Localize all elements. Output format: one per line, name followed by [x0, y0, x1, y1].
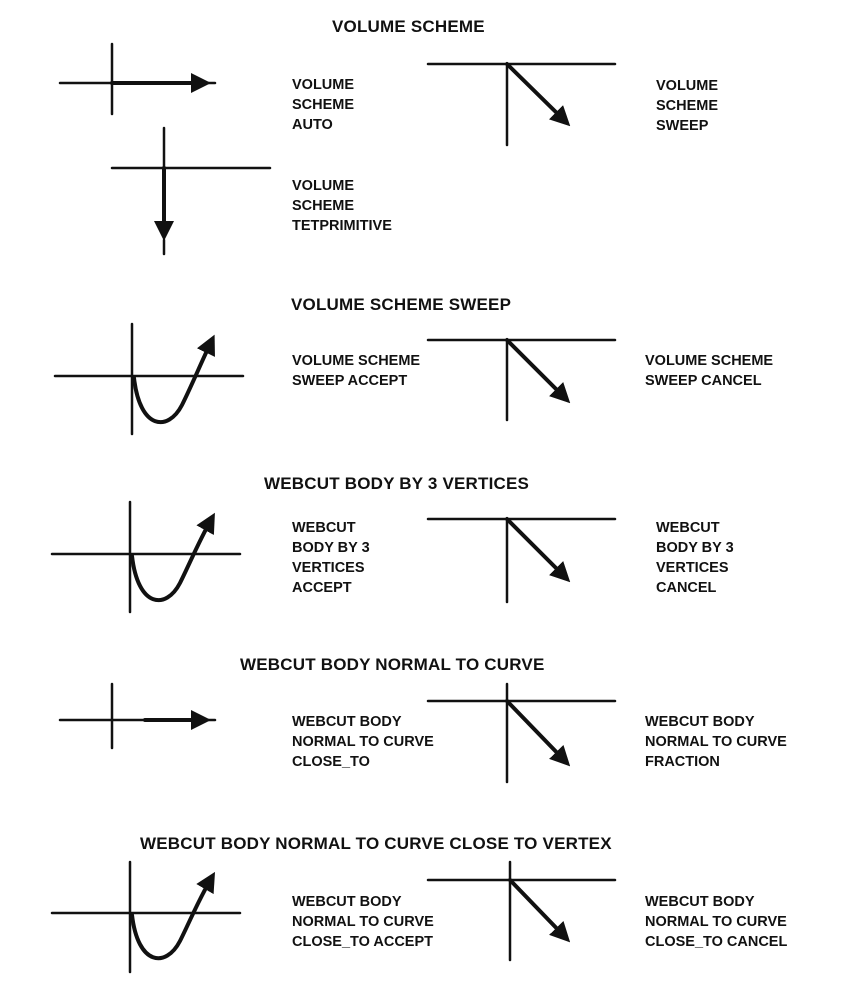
command-label-line: WEBCUT BODY	[645, 894, 755, 910]
command-label: VOLUME SCHEME TETPRIMITIVE	[292, 176, 392, 236]
command-label-line: NORMAL TO CURVE	[292, 734, 434, 750]
section-title: VOLUME SCHEME	[332, 17, 485, 36]
section-title: WEBCUT BODY BY 3 VERTICES	[264, 474, 530, 493]
command-label-line: SCHEME	[656, 98, 719, 114]
command-label: WEBCUT BODY BY 3 VERTICES CANCEL	[656, 518, 734, 598]
check-curve-gesture-icon	[53, 322, 245, 436]
section-title: WEBCUT BODY NORMAL TO CURVE CLOSE TO VER…	[140, 834, 612, 853]
command-label: VOLUME SCHEME AUTO	[292, 75, 354, 135]
command-label: WEBCUT BODY NORMAL TO CURVE CLOSE_TO ACC…	[292, 892, 434, 952]
command-label-line: FRACTION	[645, 754, 720, 770]
command-label-line: VOLUME	[292, 77, 355, 93]
command-label-line: SCHEME	[292, 198, 355, 214]
right-arrow-gesture-icon	[58, 42, 217, 116]
diagonal-arrow-gesture-icon	[426, 860, 617, 962]
command-label-line: WEBCUT BODY	[292, 894, 402, 910]
command-label: WEBCUT BODY BY 3 VERTICES ACCEPT	[292, 518, 370, 598]
command-label-line: VOLUME	[656, 78, 719, 94]
command-label-line: SWEEP CANCEL	[645, 373, 762, 389]
command-label-line: VERTICES	[292, 560, 365, 576]
diagonal-arrow-gesture-icon	[426, 338, 617, 422]
command-label: VOLUME SCHEME SWEEP	[656, 76, 718, 136]
command-label-line: WEBCUT BODY	[292, 714, 402, 730]
command-label-line: SWEEP ACCEPT	[292, 373, 408, 389]
command-label-line: SCHEME	[292, 97, 355, 113]
check-curve-gesture-icon	[50, 860, 242, 974]
check-curve-gesture-icon	[50, 500, 242, 614]
command-label-line: VOLUME SCHEME	[645, 353, 774, 369]
diagonal-arrow-gesture-icon	[426, 517, 617, 604]
command-label-line: WEBCUT BODY	[645, 714, 755, 730]
command-label-line: BODY BY 3	[292, 540, 370, 556]
command-label-line: BODY BY 3	[656, 540, 734, 556]
command-label: VOLUME SCHEME SWEEP CANCEL	[645, 351, 773, 391]
down-arrow-gesture-icon	[110, 126, 272, 256]
command-label-line: WEBCUT	[292, 520, 356, 536]
command-label-line: TETPRIMITIVE	[292, 218, 392, 234]
command-label-line: CLOSE_TO CANCEL	[645, 934, 788, 950]
command-label: WEBCUT BODY NORMAL TO CURVE CLOSE_TO CAN…	[645, 892, 787, 952]
command-label-line: ACCEPT	[292, 580, 352, 596]
command-label-line: NORMAL TO CURVE	[645, 914, 787, 930]
command-label-line: NORMAL TO CURVE	[645, 734, 787, 750]
command-label: VOLUME SCHEME SWEEP ACCEPT	[292, 351, 420, 391]
command-label-line: CANCEL	[656, 580, 717, 596]
section-title: VOLUME SCHEME SWEEP	[291, 295, 512, 314]
command-label-line: VERTICES	[656, 560, 729, 576]
command-label-line: WEBCUT	[656, 520, 720, 536]
right-arrow-gesture-icon	[58, 682, 217, 750]
command-label-line: CLOSE_TO	[292, 754, 370, 770]
command-label-line: NORMAL TO CURVE	[292, 914, 434, 930]
diagonal-arrow-gesture-icon	[426, 62, 617, 147]
command-label-line: VOLUME	[292, 178, 355, 194]
command-label: WEBCUT BODY NORMAL TO CURVE FRACTION	[645, 712, 787, 772]
command-label: WEBCUT BODY NORMAL TO CURVE CLOSE_TO	[292, 712, 434, 772]
command-label-line: CLOSE_TO ACCEPT	[292, 934, 433, 950]
section-title: WEBCUT BODY NORMAL TO CURVE	[240, 655, 545, 674]
command-label-line: VOLUME SCHEME	[292, 353, 421, 369]
diagonal-arrow-gesture-icon	[426, 682, 617, 784]
command-label-line: SWEEP	[656, 118, 709, 134]
command-label-line: AUTO	[292, 117, 333, 133]
